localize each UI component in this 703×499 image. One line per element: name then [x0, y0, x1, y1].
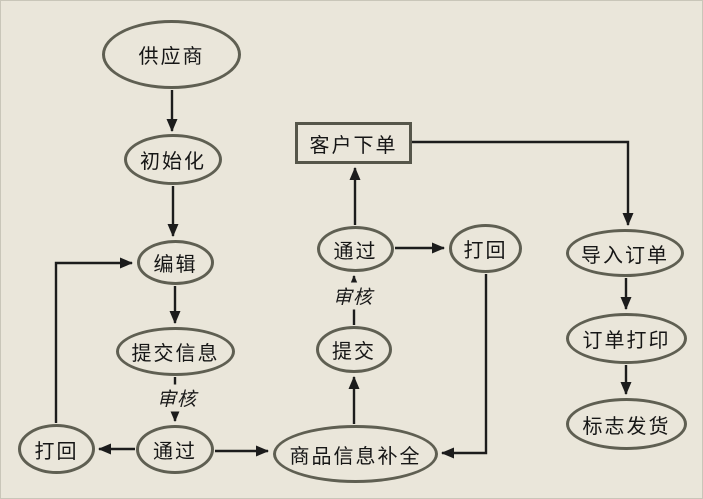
- node-import-order: 导入订单: [566, 229, 684, 277]
- node-submit-info: 提交信息: [116, 327, 235, 376]
- node-pass-middle: 通过: [317, 226, 394, 272]
- node-pass-left: 通过: [136, 425, 214, 474]
- edge-customerorder-importorder: [412, 140, 634, 226]
- edge-rejectleft-edit: [54, 257, 133, 423]
- edge-label-review-left: 审核: [154, 384, 200, 412]
- node-customer-order: 客户下单: [295, 122, 412, 164]
- edge-rejectmiddle-productinfo: [441, 274, 488, 459]
- node-reject-left: 打回: [18, 424, 95, 474]
- node-edit: 编辑: [137, 240, 214, 285]
- node-reject-middle: 打回: [449, 224, 522, 273]
- node-supplier: 供应商: [102, 20, 241, 89]
- node-mark-shipment: 标志发货: [566, 398, 687, 450]
- node-product-info-complete: 商品信息补全: [273, 425, 438, 483]
- node-initialize: 初始化: [124, 134, 222, 185]
- edge-label-review-middle: 审核: [330, 282, 376, 310]
- node-submit: 提交: [316, 326, 392, 373]
- node-order-print: 订单打印: [566, 313, 687, 364]
